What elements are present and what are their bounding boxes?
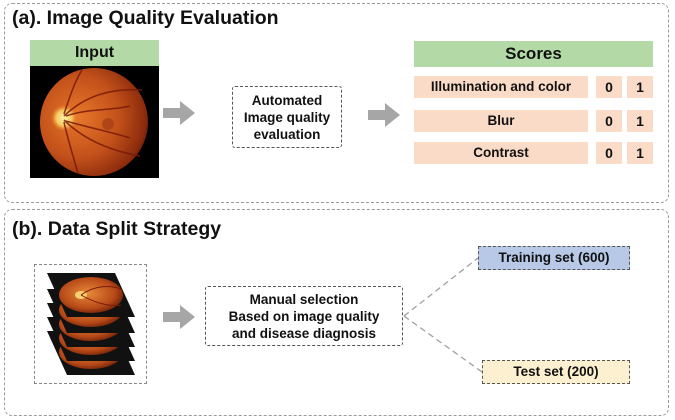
score-value-0: 0 [596,110,622,132]
score-label: Blur [414,110,588,132]
score-value-0: 0 [596,142,622,164]
manual-line-2: Based on image quality [228,308,380,324]
arrow-right-icon [163,101,195,125]
automated-line-2: Image quality [243,109,331,125]
automated-evaluation-box: Automated Image quality evaluation [232,86,342,148]
fundus-image [30,66,159,178]
automated-line-1: Automated [251,92,323,108]
manual-line-1: Manual selection [249,291,359,307]
test-set-box: Test set (200) [482,360,630,384]
panel-data-split-strategy: (b). Data Split Strategy [4,209,669,416]
score-row-contrast: Contrast 0 1 [414,142,653,164]
manual-line-3: and disease diagnosis [231,325,377,341]
fundus-image-stack [34,264,147,384]
score-value-1: 1 [627,142,653,164]
panel-image-quality-evaluation: (a). Image Quality Evaluation [4,3,669,203]
training-set-box: Training set (600) [478,246,630,270]
panel-a-title: (a). Image Quality Evaluation [12,7,279,29]
manual-selection-box: Manual selection Based on image quality … [205,286,403,346]
arrow-right-icon [368,103,400,127]
score-row-blur: Blur 0 1 [414,110,653,132]
automated-line-3: evaluation [253,126,321,142]
score-row-illumination: Illumination and color 0 1 [414,76,653,98]
input-label: Input [30,40,159,66]
arrow-right-icon [163,305,195,329]
score-value-0: 0 [596,76,622,98]
panel-b-title: (b). Data Split Strategy [12,218,222,240]
scores-header: Scores [414,41,653,67]
score-label: Contrast [414,142,588,164]
score-label: Illumination and color [414,76,588,98]
score-value-1: 1 [627,76,653,98]
score-value-1: 1 [627,110,653,132]
